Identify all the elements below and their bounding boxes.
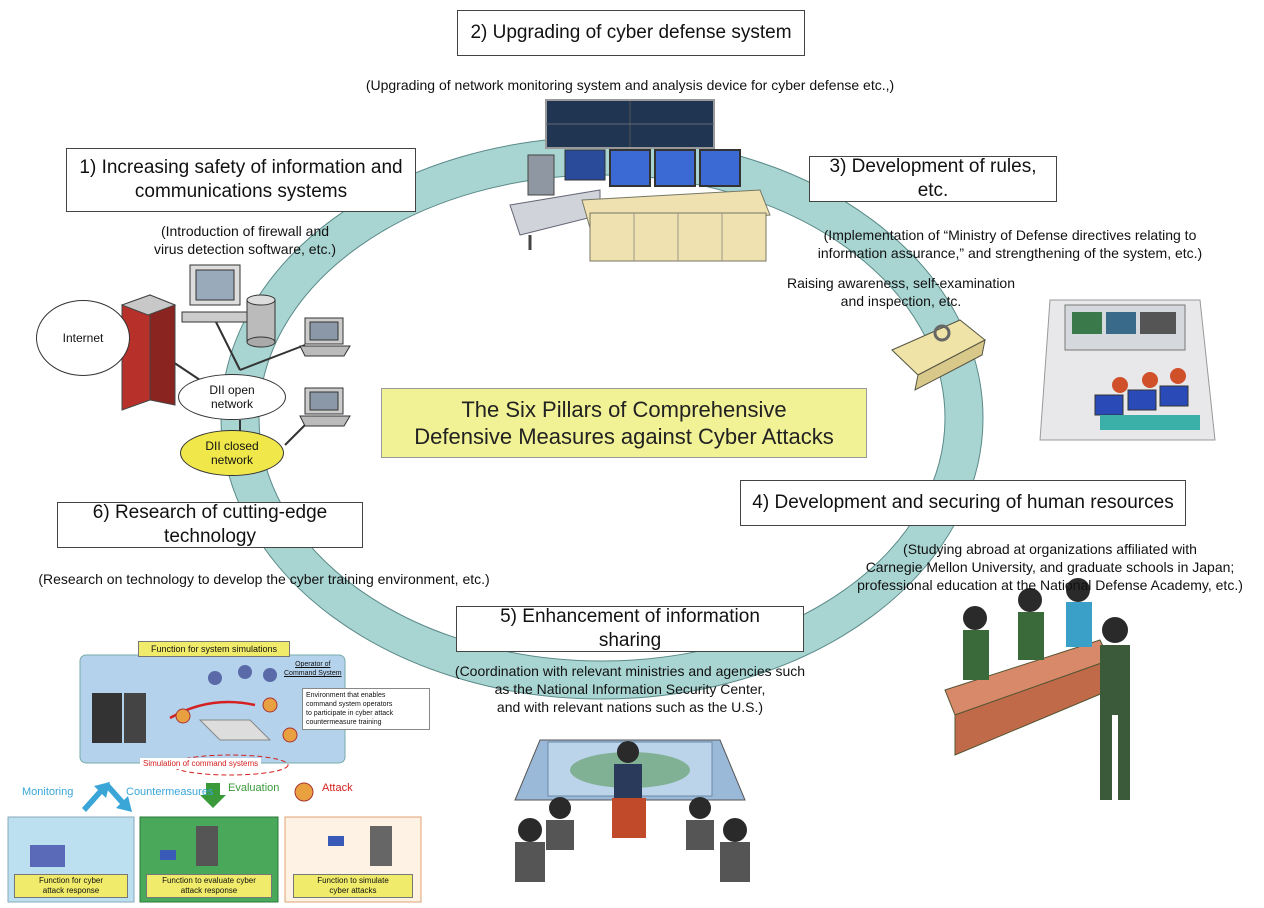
countermeasures-label: Countermeasures bbox=[126, 786, 214, 798]
pillar-3-desc: (Implementation of “Ministry of Defense … bbox=[817, 227, 1203, 261]
pillar-4-desc: (Studying abroad at organizations affili… bbox=[857, 541, 1243, 593]
pillar-3-desc2: Raising awareness, self-examination and … bbox=[787, 275, 1015, 309]
dii-open-label: DII open network bbox=[209, 383, 255, 411]
network-illustration bbox=[120, 264, 351, 446]
monitoring-label: Monitoring bbox=[22, 786, 74, 798]
function-simulate-attacks: Function to simulate cyber attacks bbox=[293, 874, 413, 898]
pillar-5-box: 5) Enhancement of information sharing bbox=[456, 606, 804, 652]
pillar-6-desc: (Research on technology to develop the c… bbox=[38, 571, 490, 587]
internet-label: Internet bbox=[62, 331, 104, 345]
pillar-4-box: 4) Development and securing of human res… bbox=[740, 480, 1186, 526]
center-title-box: The Six Pillars of Comprehensive Defensi… bbox=[381, 388, 867, 458]
pillar-3-box: 3) Development of rules, etc. bbox=[809, 156, 1057, 202]
sim-operator-label: Operator of Command System bbox=[284, 661, 342, 677]
internet-node: Internet bbox=[36, 300, 130, 376]
pillar-2-desc: (Upgrading of network monitoring system … bbox=[365, 77, 895, 93]
sim-environment-note: Environment that enables command system … bbox=[302, 688, 430, 730]
classroom-illustration bbox=[944, 578, 1130, 800]
pillar-1-box: 1) Increasing safety of information and … bbox=[66, 148, 416, 212]
function-cyber-response: Function for cyber attack response bbox=[14, 874, 128, 898]
pillar-5-label: 5) Enhancement of information sharing bbox=[500, 606, 760, 651]
meeting-illustration bbox=[514, 739, 750, 882]
pillar-1-desc: (Introduction of firewall and virus dete… bbox=[153, 223, 337, 257]
pillar-1-label: 1) Increasing safety of information and … bbox=[79, 157, 403, 202]
evaluation-label: Evaluation bbox=[228, 782, 280, 794]
pillar-6-box: 6) Research of cutting-edge technology bbox=[57, 502, 363, 548]
attack-label: Attack bbox=[322, 782, 353, 794]
pillar-2-box: 2) Upgrading of cyber defense system bbox=[457, 10, 805, 56]
center-title: The Six Pillars of Comprehensive Defensi… bbox=[414, 397, 834, 449]
pillar-5-desc: (Coordination with relevant ministries a… bbox=[454, 663, 806, 715]
sim-function-title: Function for system simulations bbox=[138, 641, 290, 657]
dii-closed-network-node: DII closed network bbox=[180, 430, 284, 476]
pillar-4-label: 4) Development and securing of human res… bbox=[752, 492, 1174, 513]
inspection-book-illustration bbox=[891, 319, 986, 391]
dii-closed-label: DII closed network bbox=[205, 439, 259, 467]
control-room-illustration bbox=[509, 99, 771, 262]
sim-command-label: Simulation of command systems bbox=[140, 758, 262, 769]
pillar-3-label: 3) Development of rules, etc. bbox=[829, 156, 1037, 201]
operations-room-illustration bbox=[1039, 299, 1216, 441]
pillar-6-label: 6) Research of cutting-edge technology bbox=[92, 502, 328, 547]
function-evaluate-response: Function to evaluate cyber attack respon… bbox=[146, 874, 272, 898]
pillar-2-label: 2) Upgrading of cyber defense system bbox=[470, 22, 792, 43]
dii-open-network-node: DII open network bbox=[178, 374, 286, 420]
